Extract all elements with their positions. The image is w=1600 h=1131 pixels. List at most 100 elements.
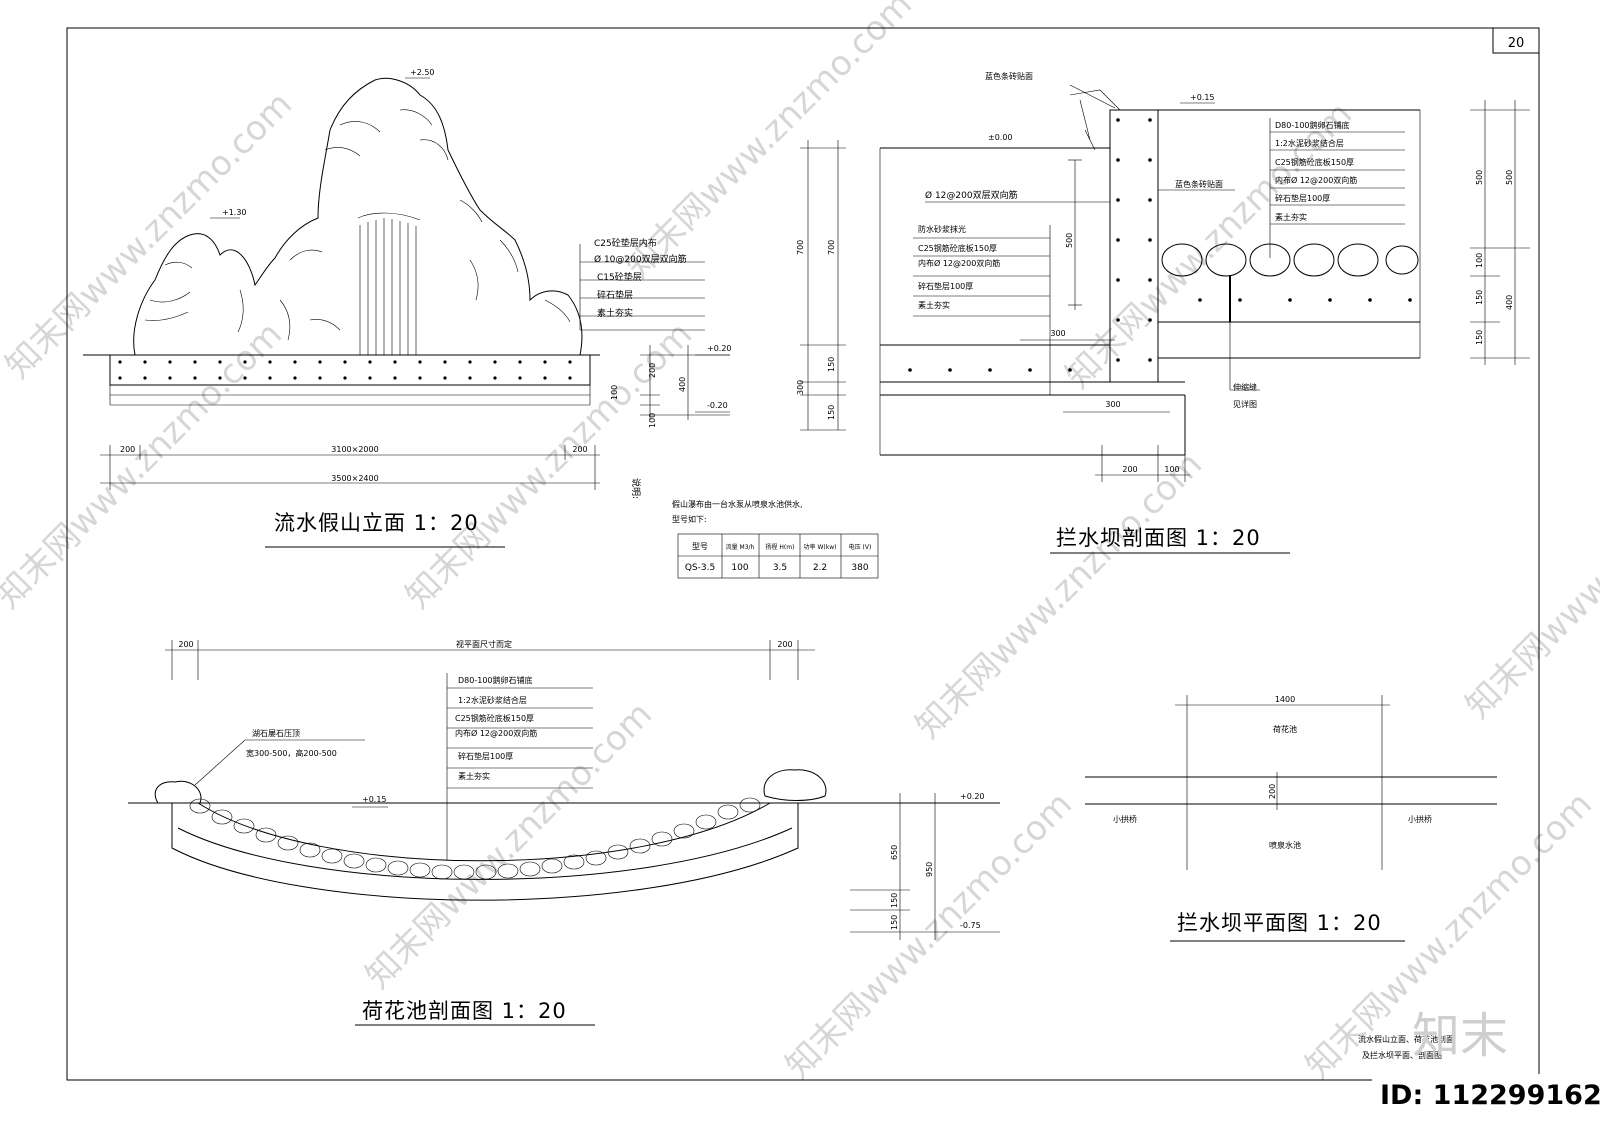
gap-dim: 200 bbox=[1268, 784, 1277, 799]
elev-bottom: -0.75 bbox=[960, 921, 981, 930]
rockery-title: 流水假山立面 1：20 bbox=[274, 511, 479, 535]
layer-label: 素土夯实 bbox=[597, 307, 633, 319]
dam-wall bbox=[1109, 109, 1159, 383]
notes-heading: 说明: bbox=[630, 478, 642, 499]
notes-text-2: 型号如下: bbox=[672, 514, 707, 524]
dim-150: 150 bbox=[1475, 330, 1484, 345]
id-label: ID: 1122991622 bbox=[1380, 1080, 1600, 1111]
notes-text: 假山瀑布由一台水泵从喷泉水池供水, bbox=[672, 499, 803, 509]
dim-200-right: 200 bbox=[572, 445, 587, 454]
dim-150: 150 bbox=[1475, 290, 1484, 305]
table-cell: 100 bbox=[731, 563, 748, 573]
left-layer: 防水砂浆抹光 bbox=[918, 224, 966, 234]
pond-layer: 碎石垫层100厚 bbox=[458, 751, 513, 761]
dim-100: 100 bbox=[1475, 253, 1484, 268]
pond-layer: 内布Ø 12@200双向筋 bbox=[455, 728, 537, 738]
right-layer: 素土夯实 bbox=[1275, 212, 1307, 222]
dim-200-right: 200 bbox=[777, 640, 792, 649]
sheet-title-block: 流水假山立面、荷花池剖面 及拦水坝平面、剖面图 知末 ID: 112299162… bbox=[1358, 1008, 1600, 1111]
page-number-box bbox=[1492, 27, 1540, 54]
layer-label: Ø 10@200双层双向筋 bbox=[594, 253, 687, 265]
table-cell: QS-3.5 bbox=[685, 563, 715, 573]
dim-200: 200 bbox=[648, 363, 657, 378]
brand-logo: 知末 bbox=[1412, 1008, 1508, 1064]
dim-100: 100 bbox=[610, 385, 619, 400]
table-cell: 3.5 bbox=[773, 563, 787, 573]
table-cell: 380 bbox=[851, 563, 868, 573]
title-block-line: 及拦水坝平面、剖面图 bbox=[1362, 1050, 1442, 1060]
dim-150: 150 bbox=[890, 915, 899, 930]
dam-rebar bbox=[908, 118, 1412, 372]
table-header: 型号 bbox=[692, 542, 708, 551]
left-layer: 素土夯实 bbox=[918, 300, 950, 310]
title-block-line: 流水假山立面、荷花池剖面 bbox=[1358, 1034, 1454, 1044]
left-layer: C25钢筋砼底板150厚 bbox=[918, 243, 997, 253]
elev-up: +0.20 bbox=[707, 344, 732, 353]
dim-150: 150 bbox=[827, 357, 836, 372]
dim-200-left: 200 bbox=[178, 640, 193, 649]
dim-150: 150 bbox=[827, 405, 836, 420]
lower-label: 喷泉水池 bbox=[1269, 840, 1301, 850]
right-layer: D80-100鹅卵石铺底 bbox=[1275, 120, 1350, 130]
width-dim: 1400 bbox=[1275, 695, 1295, 704]
pond-layer: C25钢筋砼底板150厚 bbox=[455, 713, 534, 723]
dim-200-left: 200 bbox=[120, 445, 135, 454]
right-layer: 1:2水泥砂浆结合层 bbox=[1275, 138, 1344, 148]
watermark: 知末网www.znzmo.com bbox=[778, 784, 1080, 1086]
top-dim-label: 视平面尺寸而定 bbox=[456, 639, 512, 649]
mid-label: 蓝色条砖贴面 bbox=[1175, 179, 1223, 189]
dim-700: 700 bbox=[827, 240, 836, 255]
dim-200: 200 bbox=[1122, 465, 1137, 474]
right-layer: 碎石垫层100厚 bbox=[1275, 193, 1330, 203]
elev-top: +2.50 bbox=[410, 68, 435, 77]
top-label: 蓝色条砖贴面 bbox=[985, 71, 1033, 81]
table-header: 流量 M3/h bbox=[726, 543, 755, 551]
joint-label: 伸缩缝 bbox=[1233, 382, 1257, 392]
right-label: 小拱桥 bbox=[1408, 814, 1432, 824]
rockery-outline bbox=[133, 77, 583, 356]
dim-100: 100 bbox=[1164, 465, 1179, 474]
rebar-dots bbox=[118, 360, 572, 380]
stone-right bbox=[763, 769, 827, 801]
dim-100: 100 bbox=[648, 413, 657, 428]
table-header: 功率 W(kw) bbox=[804, 543, 837, 551]
joint-ref: 见详图 bbox=[1233, 399, 1257, 409]
left-layer: 内布Ø 12@200双向筋 bbox=[918, 258, 1000, 268]
dim-700: 700 bbox=[796, 240, 805, 255]
dim-650: 650 bbox=[890, 845, 899, 860]
table-header: 电压 (V) bbox=[849, 543, 872, 551]
watermark: 知末网www.znzmo.com bbox=[398, 314, 700, 616]
dim-400: 400 bbox=[1505, 295, 1514, 310]
left-label: 小拱桥 bbox=[1113, 814, 1137, 824]
watermark: 知末网www.znzmo.com bbox=[908, 444, 1210, 746]
elev-top: +0.20 bbox=[960, 792, 985, 801]
dim-3500: 3500×2400 bbox=[331, 474, 378, 483]
elev-water: +0.15 bbox=[362, 795, 387, 804]
left-layer: 碎石垫层100厚 bbox=[918, 281, 973, 291]
stone-label-1: 湖石屡石压顶 bbox=[252, 729, 300, 738]
right-layer: C25钢筋砼底板150厚 bbox=[1275, 157, 1354, 167]
pump-notes: 说明: 假山瀑布由一台水泵从喷泉水池供水, 型号如下: 型号 流量 M3/h 扬… bbox=[630, 478, 879, 579]
table-cell: 2.2 bbox=[813, 563, 827, 573]
dim-150: 150 bbox=[890, 893, 899, 908]
elev-side: +1.30 bbox=[222, 208, 247, 217]
pond-layer: 素土夯实 bbox=[458, 771, 490, 781]
dam-plan: 1400 荷花池 200 喷泉水池 小拱桥 小拱桥 拦水坝平面图 1：20 bbox=[1085, 695, 1497, 942]
layer-label: C25砼垫层内布 bbox=[594, 237, 657, 249]
dim-500: 500 bbox=[1065, 233, 1074, 248]
right-layer: 内布Ø 12@200双向筋 bbox=[1275, 175, 1357, 185]
dim-500: 500 bbox=[1505, 170, 1514, 185]
pond-layer: 1:2水泥砂浆结合层 bbox=[458, 695, 527, 705]
page-number: 20 bbox=[1508, 36, 1525, 51]
id-background bbox=[1372, 1074, 1594, 1110]
dim-300b: 300 bbox=[1105, 400, 1120, 409]
watermark: 知末网www.znzmo.com bbox=[1458, 424, 1600, 726]
dim-3100: 3100×2000 bbox=[331, 445, 378, 454]
dim-300: 300 bbox=[796, 380, 805, 395]
watermark: 知末网www.znzmo.com bbox=[618, 0, 920, 286]
dim-500: 500 bbox=[1475, 170, 1484, 185]
drawing-border bbox=[66, 27, 1540, 1081]
pond-layer: D80-100鹅卵石铺底 bbox=[458, 675, 533, 685]
elev-down: -0.20 bbox=[707, 401, 728, 410]
